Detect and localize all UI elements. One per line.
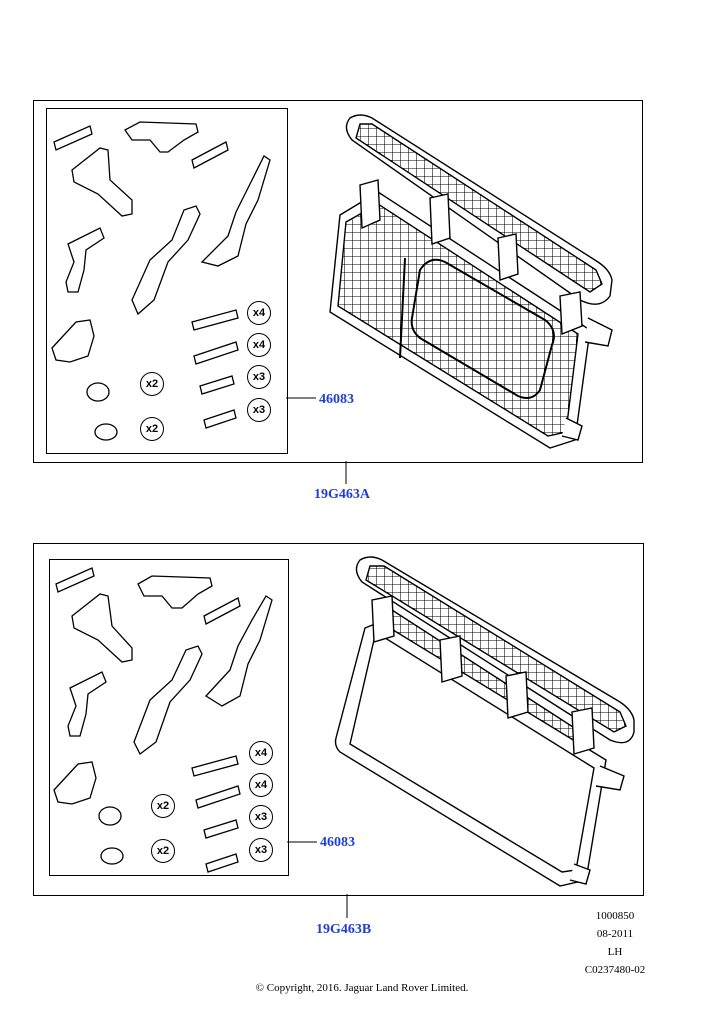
quantity-badge: x3: [249, 838, 273, 862]
quantity-badge: x4: [247, 333, 271, 357]
illustration-side: LH: [607, 946, 623, 958]
quantity-badge: x2: [151, 839, 175, 863]
quantity-badge: x2: [151, 794, 175, 818]
grille-assembly-b: [287, 556, 635, 887]
kit-parts-a: [51, 121, 271, 441]
assembly-part-callout-b[interactable]: 19G463B: [316, 922, 372, 937]
illustration-number: 1000850: [595, 910, 635, 922]
quantity-badge: x4: [247, 301, 271, 325]
quantity-badge: x2: [140, 372, 164, 396]
illustration-reference: C0237480-02: [584, 964, 646, 976]
kit-part-callout-b[interactable]: 46083: [320, 835, 355, 850]
kit-parts-b: [53, 567, 273, 873]
quantity-badge: x4: [249, 773, 273, 797]
illustration-date: 08-2011: [596, 928, 634, 940]
quantity-badge: x3: [247, 398, 271, 422]
assembly-part-callout-a[interactable]: 19G463A: [314, 487, 370, 502]
quantity-badge: x4: [249, 741, 273, 765]
copyright-notice: © Copyright, 2016. Jaguar Land Rover Lim…: [255, 982, 469, 994]
quantity-badge: x3: [247, 365, 271, 389]
grille-assembly-a: [286, 114, 613, 449]
kit-part-callout-a[interactable]: 46083: [319, 392, 354, 407]
quantity-badge: x3: [249, 805, 273, 829]
quantity-badge: x2: [140, 417, 164, 441]
